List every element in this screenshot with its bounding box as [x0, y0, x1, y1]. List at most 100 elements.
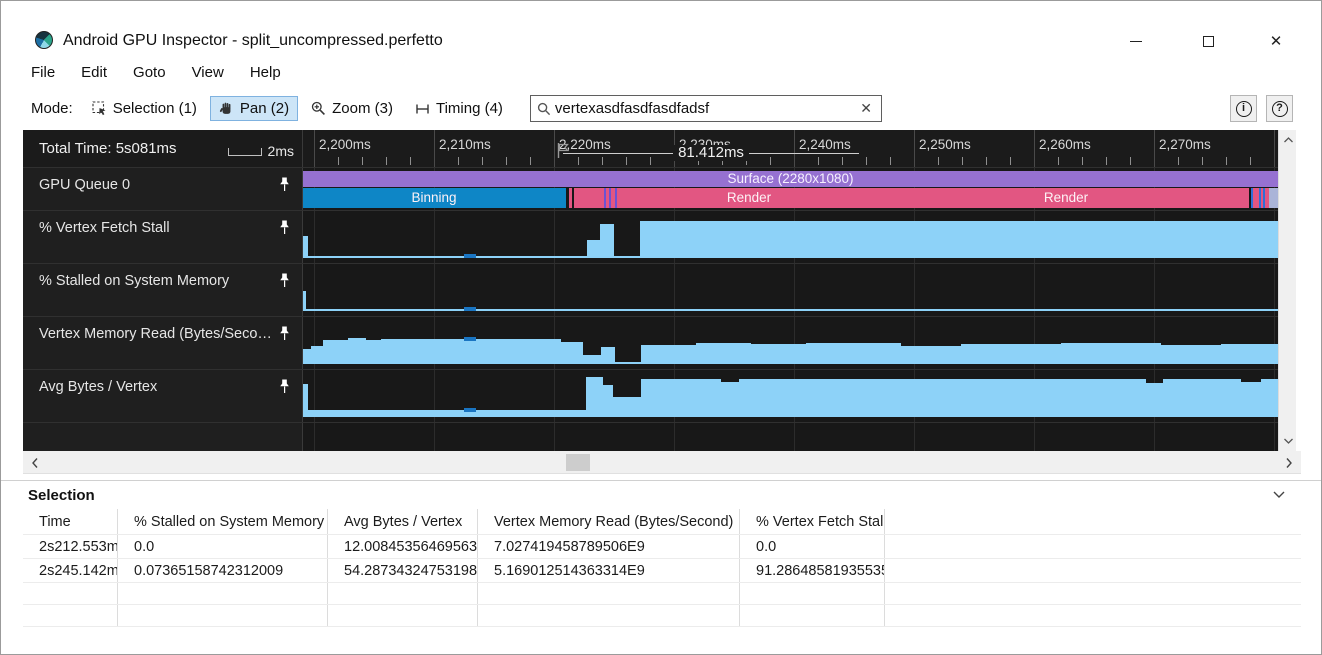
mode-button-pan[interactable]: Pan (2): [209, 96, 299, 121]
selected-sample-marker[interactable]: [464, 254, 476, 258]
gpu-slice[interactable]: [1251, 188, 1253, 208]
mode-button-zoom[interactable]: Zoom (3): [302, 96, 402, 121]
counter-fill-segment: [303, 236, 308, 258]
ruler-minor-tick: [602, 157, 603, 165]
gpu-slice[interactable]: [1263, 188, 1265, 208]
counter-row: Vertex Memory Read (Bytes/Seco…: [23, 317, 1278, 370]
track-gridline: [1274, 423, 1275, 451]
scroll-up-icon[interactable]: [1279, 132, 1297, 148]
menu-help[interactable]: Help: [249, 64, 281, 81]
pin-icon[interactable]: [279, 379, 290, 394]
info-button[interactable]: i: [1230, 95, 1257, 122]
counter-row: Avg Bytes / Vertex: [23, 370, 1278, 423]
track-gridline: [554, 423, 555, 451]
timeline-area: Total Time: 5s081ms 2ms 81.412ms: [23, 130, 1296, 451]
counter-track[interactable]: [303, 264, 1278, 316]
menu-edit[interactable]: Edit: [81, 64, 108, 81]
mode-button-timing[interactable]: Timing (4): [406, 96, 512, 121]
search-box[interactable]: ✕: [529, 95, 882, 122]
help-button[interactable]: ?: [1266, 95, 1293, 122]
scroll-left-icon[interactable]: [25, 451, 45, 474]
horizontal-scrollbar-thumb[interactable]: [566, 454, 590, 471]
timing-measurement: 81.412ms: [563, 145, 859, 161]
selected-sample-marker[interactable]: [464, 337, 476, 341]
gpu-slice[interactable]: [1253, 188, 1259, 208]
gpu-queue-label: GPU Queue 0: [39, 177, 131, 193]
counter-fill-segment: [311, 346, 323, 364]
track-gridline: [434, 370, 435, 422]
mode-button-label: Zoom (3): [332, 100, 393, 117]
search-input[interactable]: [550, 100, 858, 117]
ruler-minor-tick: [1106, 157, 1107, 165]
collapse-chevron-icon[interactable]: [1273, 491, 1285, 498]
pin-icon[interactable]: [279, 326, 290, 341]
track-gridline: [674, 423, 675, 451]
pin-icon[interactable]: [279, 177, 290, 192]
gpu-slice[interactable]: [569, 188, 572, 208]
track-gridline: [554, 264, 555, 316]
counter-label-cell: % Stalled on System Memory: [23, 264, 303, 316]
gpu-slice[interactable]: [1265, 188, 1269, 208]
pin-icon[interactable]: [279, 273, 290, 288]
counter-track[interactable]: [303, 317, 1278, 369]
track-gridline: [1274, 317, 1275, 369]
counter-label: Vertex Memory Read (Bytes/Seco…: [39, 326, 272, 342]
vertical-scrollbar[interactable]: [1278, 130, 1296, 451]
menu-file[interactable]: File: [31, 64, 56, 81]
counter-row: % Vertex Fetch Stall: [23, 211, 1278, 264]
ruler-minor-tick: [1250, 157, 1251, 165]
mode-button-selection[interactable]: Selection (1): [83, 96, 206, 121]
help-icon: ?: [1271, 100, 1288, 117]
table-cell: 5.169012514363314E9: [478, 559, 740, 582]
maximize-icon: [1202, 35, 1214, 47]
clear-search-icon[interactable]: ✕: [860, 100, 872, 116]
slice-label: Render: [726, 190, 772, 205]
toolbar-right: i ?: [1230, 95, 1293, 122]
counter-track[interactable]: [303, 370, 1278, 422]
binning-slice[interactable]: [303, 188, 566, 208]
minimize-button[interactable]: [1119, 27, 1153, 55]
close-icon: ✕: [1269, 32, 1283, 50]
total-time-label: Total Time: 5s081ms: [39, 140, 177, 157]
menu-view[interactable]: View: [191, 64, 224, 81]
pin-icon[interactable]: [279, 220, 290, 235]
selected-sample-marker[interactable]: [464, 307, 476, 311]
ruler-minor-tick: [338, 157, 339, 165]
app-logo-icon: [35, 31, 53, 49]
counter-fill-segment: [739, 379, 1146, 417]
maximize-button[interactable]: [1191, 27, 1225, 55]
horizontal-scrollbar[interactable]: [23, 451, 1301, 474]
ruler-minor-tick: [386, 157, 387, 165]
ruler-major-tick: [914, 130, 915, 167]
mode-button-label: Timing (4): [435, 100, 503, 117]
selection-header[interactable]: Selection: [23, 481, 1321, 509]
gpu-slice[interactable]: [1259, 188, 1261, 208]
scroll-right-icon[interactable]: [1279, 451, 1299, 474]
table-cell: 0.07365158742312009: [118, 559, 328, 582]
track-gridline: [314, 370, 315, 422]
scale-label: 2ms: [267, 143, 294, 159]
gpu-slice[interactable]: [1261, 188, 1263, 208]
counter-label-cell: Vertex Memory Read (Bytes/Seco…: [23, 317, 303, 369]
table-cell: 0.0: [118, 535, 328, 558]
time-ruler[interactable]: 81.412ms 2,200ms2,210ms2,220ms2,230ms2,2…: [303, 130, 1278, 167]
close-button[interactable]: ✕: [1259, 27, 1293, 55]
track-gridline: [314, 423, 315, 451]
table-cell: [740, 605, 885, 626]
gpu-slice[interactable]: [574, 188, 1249, 208]
selected-sample-marker[interactable]: [464, 408, 476, 412]
ruler-minor-tick: [410, 157, 411, 165]
surface-slice[interactable]: Surface (2280x1080): [303, 171, 1278, 187]
toolbar: Mode: Selection (1)Pan (2)Zoom (3)Timing…: [1, 87, 1321, 130]
counter-track[interactable]: [303, 211, 1278, 263]
gpu-slice[interactable]: [1269, 188, 1278, 208]
scroll-down-icon[interactable]: [1279, 433, 1297, 449]
counter-fill-segment: [587, 240, 600, 258]
table-cell: [118, 583, 328, 604]
menu-bar: File Edit Goto View Help: [31, 58, 281, 87]
menu-goto[interactable]: Goto: [133, 64, 166, 81]
